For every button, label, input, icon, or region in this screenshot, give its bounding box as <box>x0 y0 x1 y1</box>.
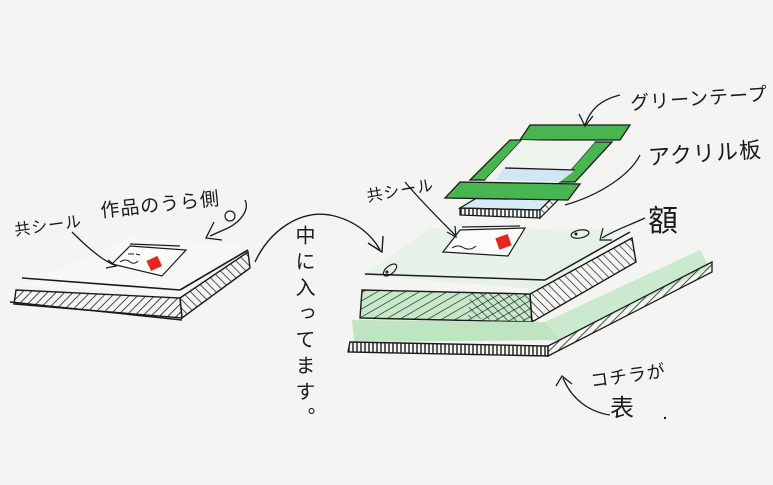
seal-sticker-right <box>441 225 527 257</box>
frame-assembly <box>347 228 713 358</box>
seal-sticker-left <box>110 243 188 277</box>
arrow-green-tape <box>584 94 621 126</box>
arrow-goes-inside <box>254 213 381 263</box>
leader-acrylic <box>564 154 641 206</box>
label-frame: 額 <box>648 204 679 239</box>
arrow-artwork-back <box>209 199 247 237</box>
green-tape-frame <box>443 124 632 201</box>
label-front-note-line2: 表 <box>610 394 635 422</box>
label-inside-note: 中に入ってます。 <box>292 225 316 433</box>
arrow-frame <box>601 217 646 239</box>
arrow-seal-right <box>404 181 456 236</box>
arrow-front-side <box>562 377 611 416</box>
